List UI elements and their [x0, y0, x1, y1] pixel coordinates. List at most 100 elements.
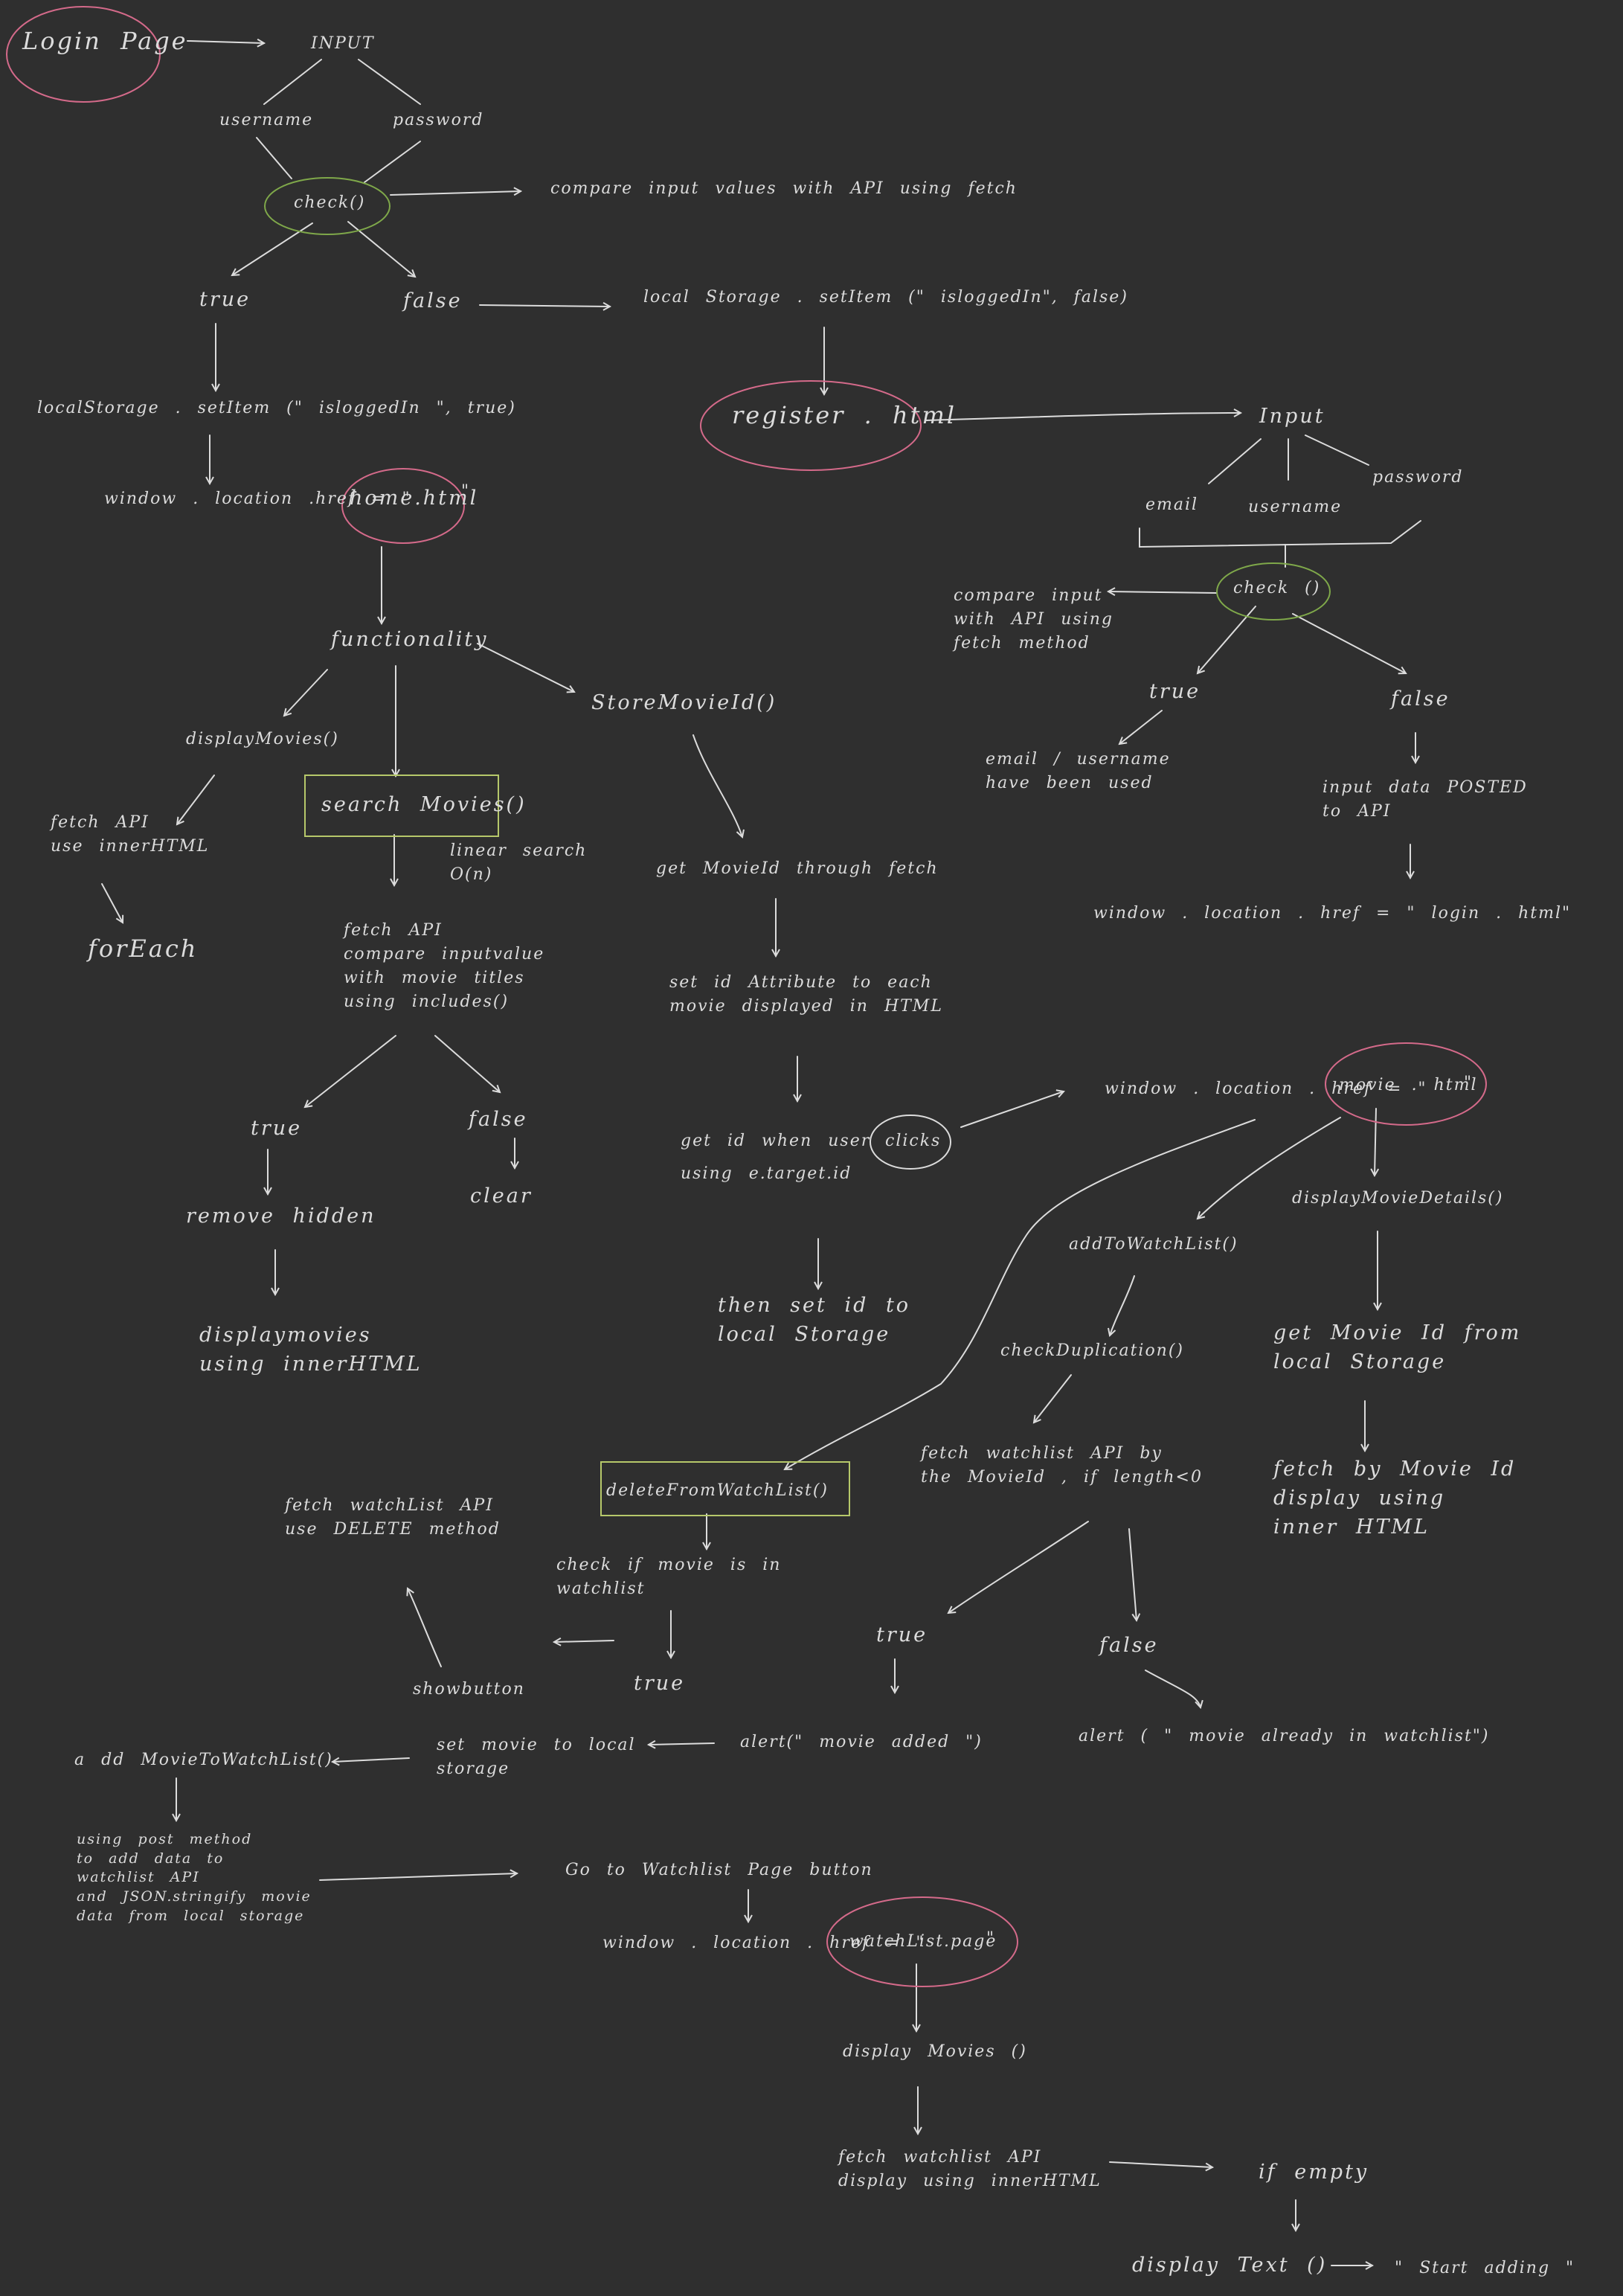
arrow-login-to-input — [187, 41, 264, 43]
arrow-functionality-to-displaymovies — [284, 669, 328, 716]
true-search-label: true — [251, 1117, 303, 1140]
compare-login-label: compare input values with API using fetc… — [550, 179, 1018, 198]
register-html-label: register . html — [732, 401, 957, 429]
arrow-false-to-setfalse — [479, 305, 610, 307]
arrow-showbutton-to-fetchdelete — [408, 1588, 442, 1667]
go-to-watchlist-label: Go to Watchlist Page button — [565, 1861, 873, 1879]
movie-quote-label: " — [1464, 1074, 1473, 1092]
movie-redirect-label: window . location . href = " — [1105, 1080, 1427, 1098]
line-input-to-password-reg — [1305, 434, 1369, 466]
watchlist-quote-label: " — [986, 1929, 996, 1948]
arrow-check-to-false — [347, 221, 415, 277]
arrow-alertadded-to-setmovie — [649, 1743, 715, 1745]
display-movies-label: displayMovies() — [186, 730, 339, 748]
functionality-label: functionality — [331, 628, 489, 651]
home-redirect-label: window . location .href = " — [104, 490, 411, 508]
linear-search-label: linear search O(n) — [450, 841, 588, 884]
using-target-label: using e.target.id — [681, 1164, 852, 1183]
email-used-label: email / username have been used — [986, 750, 1171, 792]
register-circle — [700, 380, 922, 471]
foreach-label: forEach — [88, 934, 199, 963]
arrow-true-to-emailused — [1119, 710, 1163, 744]
false-dup-label: false — [1099, 1634, 1159, 1657]
arrow-search-to-true — [305, 1035, 396, 1107]
post-method-label: using post method to add data to watchli… — [77, 1831, 312, 1924]
store-movie-id-label: StoreMovieId() — [591, 691, 777, 714]
start-adding-label: " Start adding " — [1395, 2259, 1575, 2277]
check-login-circle — [264, 177, 391, 235]
clicks-circle — [870, 1115, 951, 1170]
clicks-label: clicks — [885, 1132, 942, 1150]
arrow-functionality-to-store — [477, 643, 574, 692]
watchlist-page-label: watchList.page — [849, 1932, 997, 1951]
home-html-label: home.html — [350, 487, 479, 510]
show-button-label: showbutton — [413, 1680, 525, 1699]
arrow-store-to-getmovieid — [692, 734, 742, 837]
fetch-by-movieid-label: fetch by Movie Id display using inner HT… — [1273, 1458, 1517, 1539]
line-username-to-check — [256, 137, 292, 179]
line-input-to-password — [358, 59, 421, 105]
alert-added-label: alert(" movie added ") — [740, 1733, 983, 1751]
set-true-label: localStorage . setItem (" isloggedIn ", … — [37, 399, 516, 417]
movie-html-label: movie . html — [1339, 1076, 1478, 1094]
login-redirect-label: window . location . href = " login . htm… — [1093, 904, 1572, 923]
compare-register-label: compare input with API using fetch metho… — [954, 586, 1113, 652]
arrow-movie-to-addtowatchlist — [1198, 1117, 1341, 1219]
login-page-circle — [6, 6, 161, 103]
check-movie-in-label: check if movie is in watchlist — [556, 1556, 782, 1598]
arrow-false-to-alertalready — [1145, 1670, 1201, 1707]
home-html-circle — [341, 468, 465, 544]
clear-label: clear — [470, 1184, 533, 1208]
arrow-setmovie-to-addmovie — [332, 1758, 410, 1762]
arrow-true-to-showbutton — [554, 1641, 614, 1642]
true-delete-label: true — [634, 1672, 686, 1695]
fetch-compare-label: fetch API compare inputvalue with movie … — [344, 921, 545, 1011]
arrow-displaymovies-to-fetch — [177, 775, 215, 824]
false-search-label: false — [469, 1108, 528, 1131]
delete-box — [600, 1461, 850, 1516]
set-false-label: local Storage . setItem (" isloggedIn", … — [643, 288, 1128, 307]
arrow-movie-to-displaydetails — [1375, 1108, 1376, 1176]
movie-html-circle — [1325, 1042, 1487, 1126]
password-login-label: password — [393, 111, 484, 129]
arrow-fetchwatchlist-to-true — [948, 1521, 1089, 1613]
alert-already-label: alert ( " movie already in watchlist") — [1079, 1727, 1490, 1745]
line-input-to-username — [263, 59, 322, 105]
add-movie-to-watchlist-label: a dd MovieToWatchList() — [74, 1751, 333, 1769]
delete-from-watchlist-label: deleteFromWatchList() — [606, 1481, 829, 1500]
bracket-register-fields — [1139, 520, 1421, 548]
line-input-to-email — [1208, 438, 1262, 484]
line-password-to-check — [364, 141, 421, 183]
arrow-movie-to-delete — [785, 1119, 1256, 1469]
arrow-check-to-compare — [390, 191, 521, 195]
false-login-label: false — [403, 289, 463, 312]
arrow-fetchwatchlist-to-false — [1128, 1528, 1137, 1620]
true-dup-label: true — [876, 1623, 928, 1646]
username-register-label: username — [1248, 498, 1343, 516]
get-id-click-label: get id when user — [681, 1132, 871, 1150]
true-register-label: true — [1149, 680, 1201, 703]
arrow-post-to-gotowatchlist — [319, 1873, 517, 1881]
check-register-label: check () — [1233, 579, 1321, 597]
home-quote-label: " — [461, 482, 471, 501]
fetch-delete-label: fetch watchList API use DELETE method — [285, 1496, 501, 1539]
display-text-label: display Text () — [1132, 2254, 1328, 2277]
if-empty-label: if empty — [1259, 2161, 1369, 2184]
fetch-api-inner-label: fetch API use innerHTML — [51, 813, 210, 856]
check-register-circle — [1216, 562, 1331, 621]
true-login-label: true — [199, 288, 251, 311]
arrow-check-to-compare-reg — [1108, 591, 1217, 593]
display-movies-final-label: display Movies () — [843, 2042, 1027, 2061]
arrow-check-to-false-reg — [1292, 613, 1406, 673]
email-label: email — [1145, 496, 1199, 514]
posted-label: input data POSTED to API — [1322, 778, 1528, 821]
watchlist-redirect-label: window . location . href = " — [602, 1934, 925, 1952]
display-movie-details-label: displayMovieDetails() — [1292, 1189, 1504, 1208]
get-movieid-label: get MovieId through fetch — [656, 859, 939, 878]
arrow-search-to-false — [434, 1035, 500, 1092]
arrow-register-to-input — [925, 413, 1241, 421]
search-movies-box — [304, 775, 499, 837]
arrow-checkdup-to-fetchwatchlist — [1034, 1374, 1072, 1423]
